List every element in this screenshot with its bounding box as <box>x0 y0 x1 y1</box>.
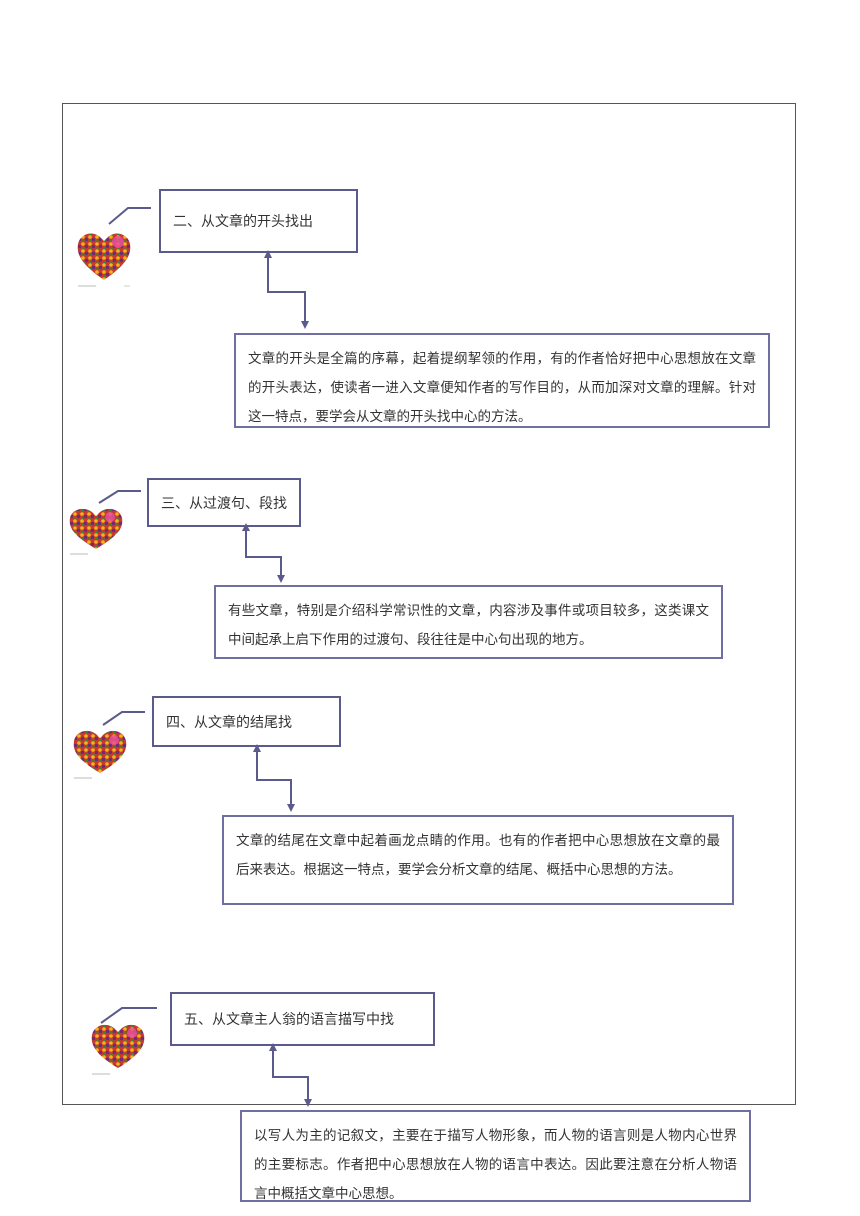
connector-lines <box>0 0 860 1216</box>
